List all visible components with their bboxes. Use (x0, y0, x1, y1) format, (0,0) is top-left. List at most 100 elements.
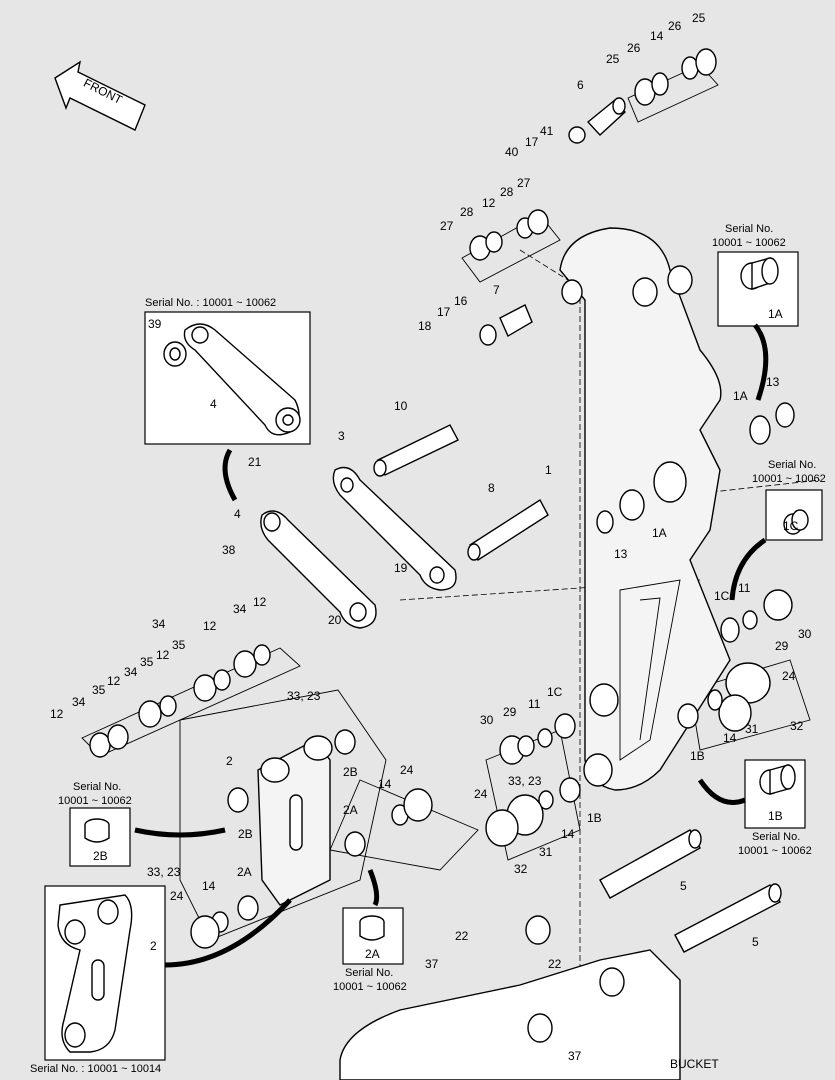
callout: 24 (474, 787, 488, 801)
callout: 2A (365, 947, 380, 961)
serial-1B-l1: Serial No. (752, 831, 800, 843)
callout: 14 (723, 731, 737, 745)
callout: 20 (328, 613, 342, 627)
callout: 29 (503, 705, 517, 719)
bracket-2 (257, 735, 333, 906)
callout: 13 (614, 547, 628, 561)
pin-8 (467, 499, 549, 561)
serial-1C-l2: 10001 ~ 10062 (752, 473, 826, 485)
leader-curves (134, 323, 769, 968)
link-4 (260, 510, 377, 629)
link-2-inset (57, 894, 133, 1053)
callout: 40 (505, 145, 519, 159)
pin-6 (568, 97, 626, 144)
bushing-2B-icon (84, 818, 110, 843)
callout: 12 (156, 648, 170, 662)
callout: 1B (768, 809, 783, 823)
callout: 24 (782, 669, 796, 683)
callout: 28 (500, 185, 514, 199)
callout: 30 (798, 627, 812, 641)
callout: 1B (690, 749, 705, 763)
callout: 1C (783, 519, 799, 533)
callout: 4 (234, 507, 241, 521)
callout: 37 (568, 1049, 582, 1063)
callout: 33, 23 (508, 774, 542, 788)
serial-link-2: Serial No. : 10001 ~ 10014 (30, 1063, 161, 1075)
callout: 16 (454, 294, 468, 308)
callout: 27 (440, 219, 454, 233)
callout: 12 (203, 619, 217, 633)
link-4-inset (163, 323, 301, 436)
callout: 12 (482, 196, 496, 210)
serial-1A-l2: 10001 ~ 10062 (712, 237, 786, 249)
callout: 4 (210, 397, 217, 411)
serial-1C-l1: Serial No. (768, 459, 816, 471)
rings-left (89, 644, 271, 758)
callout: 11 (528, 697, 541, 711)
callout: 34 (233, 602, 247, 616)
callout: 12 (107, 674, 121, 688)
serial-1B-l2: 10001 ~ 10062 (738, 845, 812, 857)
callout: 2A (237, 865, 252, 879)
callout: 24 (170, 889, 184, 903)
callout: 21 (248, 455, 262, 469)
callout: 17 (437, 305, 451, 319)
callout: 8 (488, 481, 495, 495)
callout: 27 (517, 176, 531, 190)
rings-upper (634, 48, 717, 106)
callout: 3 (338, 429, 345, 443)
bucket-outline (339, 915, 681, 1080)
callout: 11 (738, 581, 751, 595)
serial-2A-l2: 10001 ~ 10062 (333, 981, 407, 993)
serial-1A-l1: Serial No. (725, 223, 773, 235)
callout: 1A (733, 389, 748, 403)
pin-7 (479, 304, 533, 346)
callout: 32 (790, 719, 804, 733)
callout: 26 (668, 19, 682, 33)
rings-mid (469, 209, 549, 261)
callout: 35 (172, 638, 186, 652)
callout: 13 (766, 375, 780, 389)
callout: 14 (561, 827, 575, 841)
callout: 1C (714, 589, 730, 603)
callout: 14 (202, 879, 216, 893)
callout: 34 (72, 695, 86, 709)
bucket-label: BUCKET (670, 1057, 719, 1071)
callout: 6 (577, 78, 584, 92)
arm-body (559, 227, 731, 791)
callout: 25 (692, 11, 706, 25)
callout: 35 (92, 683, 106, 697)
serial-2A-l1: Serial No. (345, 967, 393, 979)
callout: 10 (394, 399, 408, 413)
callout: 29 (775, 639, 789, 653)
link-3 (332, 466, 457, 591)
pin-5b (674, 883, 782, 953)
callout: 17 (525, 135, 539, 149)
callout: 37 (425, 957, 439, 971)
callout: 38 (222, 543, 236, 557)
callout: 14 (650, 29, 664, 43)
callout: 39 (148, 317, 162, 331)
callout: 41 (540, 124, 554, 138)
callout: 22 (455, 929, 469, 943)
callout: 34 (124, 665, 138, 679)
bushing-2A-icon (359, 915, 385, 941)
callout: 5 (680, 879, 687, 893)
callout: 2 (150, 939, 157, 953)
bushings-lower-left (190, 729, 433, 949)
serial-upper-link: Serial No. : 10001 ~ 10062 (145, 297, 276, 309)
callout: 22 (548, 957, 562, 971)
callout: 31 (745, 722, 759, 736)
callout: 33, 23 (287, 689, 321, 703)
front-arrow-icon: FRONT (54, 60, 146, 131)
callout: 26 (627, 41, 641, 55)
callout: 5 (752, 935, 759, 949)
callout: 25 (606, 52, 620, 66)
callouts: 25 26 14 26 25 6 41 17 40 28 12 28 27 27… (50, 11, 812, 1063)
callout: 14 (378, 777, 392, 791)
callout: 24 (400, 763, 414, 777)
callout: 32 (514, 862, 528, 876)
callout: 2B (238, 827, 253, 841)
callout: 28 (460, 205, 474, 219)
